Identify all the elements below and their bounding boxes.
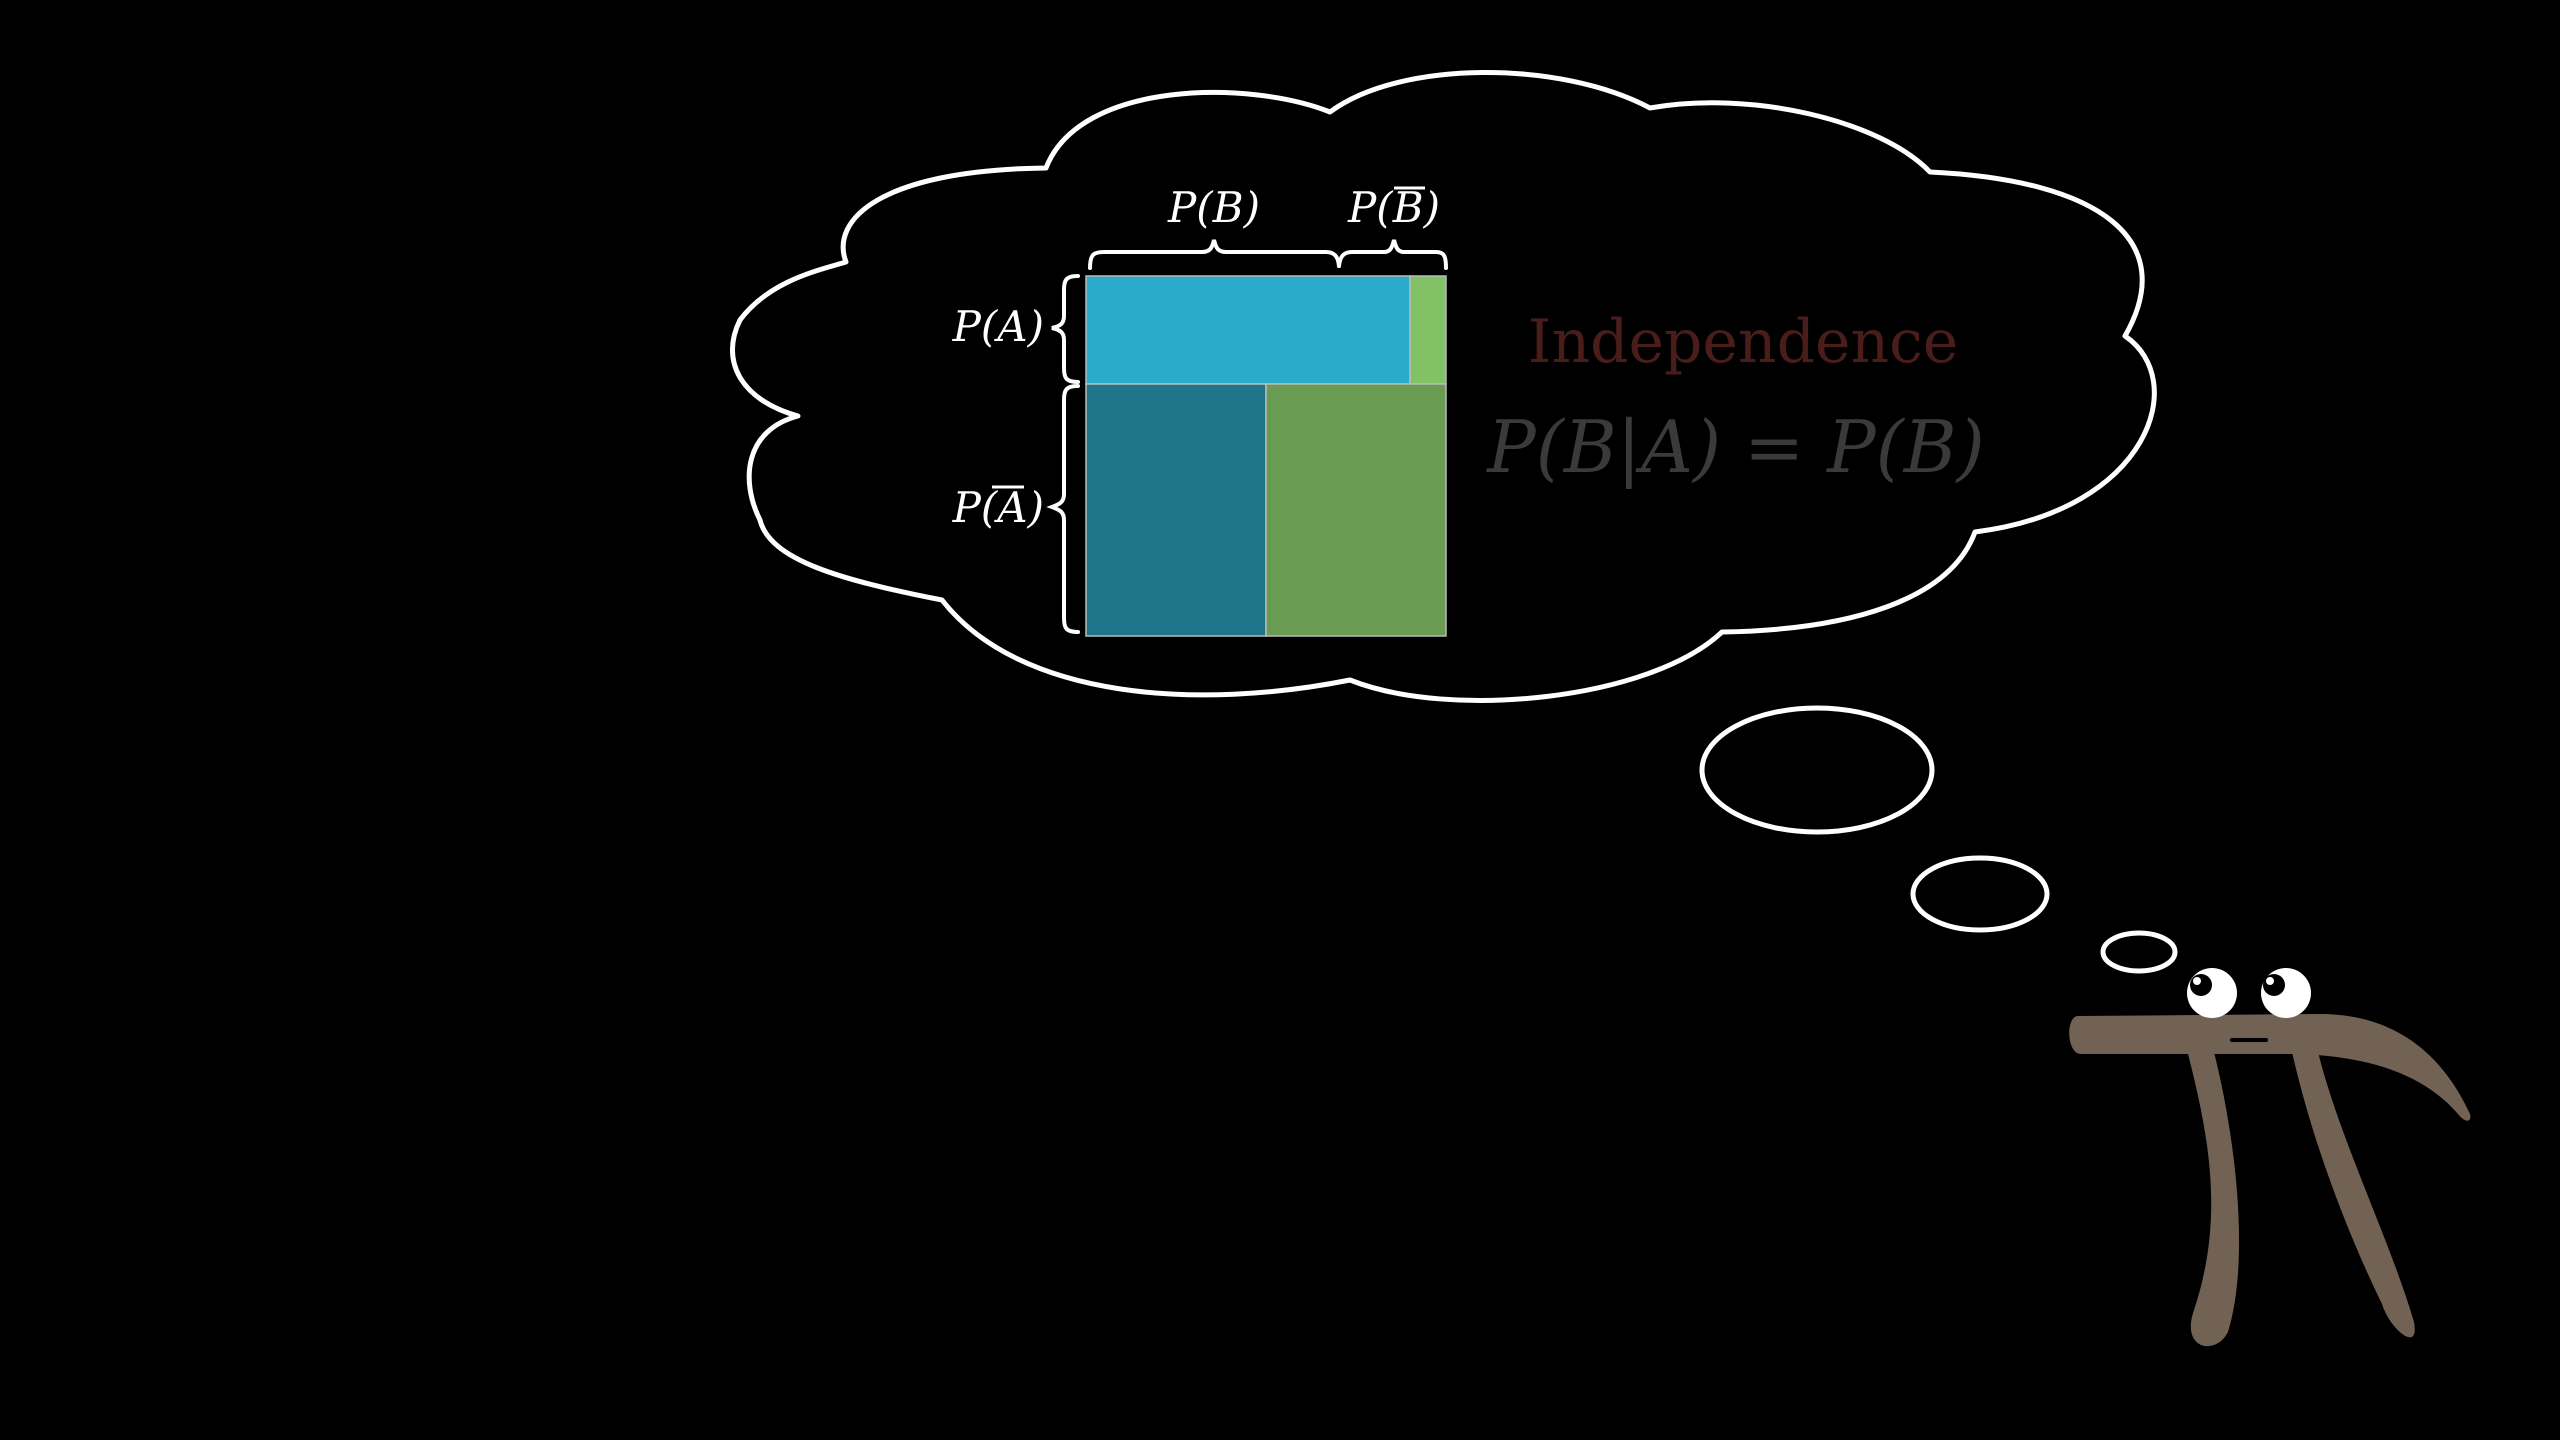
pi-creature-right-leg bbox=[2292, 1052, 2415, 1338]
brace-p-not-b bbox=[1337, 239, 1448, 270]
cell-a-and-b bbox=[1085, 275, 1411, 385]
pi-creature-crossbar bbox=[2069, 1014, 2471, 1121]
pi-creature-right-pupil bbox=[2263, 974, 2285, 996]
brace-p-b bbox=[1088, 239, 1341, 270]
thought-bubble-medium bbox=[1910, 855, 2050, 933]
label-p-b: P(B) bbox=[1167, 183, 1260, 232]
label-p-not-a: P(A) bbox=[952, 483, 1044, 532]
pi-creature-left-glint bbox=[2193, 977, 2201, 985]
thought-bubble-large bbox=[1699, 705, 1935, 835]
pi-creature-right-glint bbox=[2266, 977, 2274, 985]
cell-not-a-and-b bbox=[1085, 383, 1267, 637]
brace-p-a bbox=[1051, 274, 1080, 384]
cell-a-and-not-b bbox=[1409, 275, 1447, 385]
label-p-not-b: P(B) bbox=[1347, 183, 1440, 232]
pi-creature-left-leg bbox=[2188, 1052, 2240, 1347]
probability-square bbox=[1085, 275, 1447, 637]
pi-creature-icon bbox=[2069, 968, 2471, 1347]
brace-p-not-a bbox=[1046, 384, 1080, 634]
thought-bubble-small bbox=[2100, 930, 2178, 974]
independence-title: Independence bbox=[1528, 307, 1959, 377]
pi-creature-left-pupil bbox=[2190, 974, 2212, 996]
label-p-a: P(A) bbox=[952, 302, 1044, 351]
cell-not-a-and-not-b bbox=[1265, 383, 1447, 637]
independence-equation: P(B|A) = P(B) bbox=[1485, 405, 1984, 489]
